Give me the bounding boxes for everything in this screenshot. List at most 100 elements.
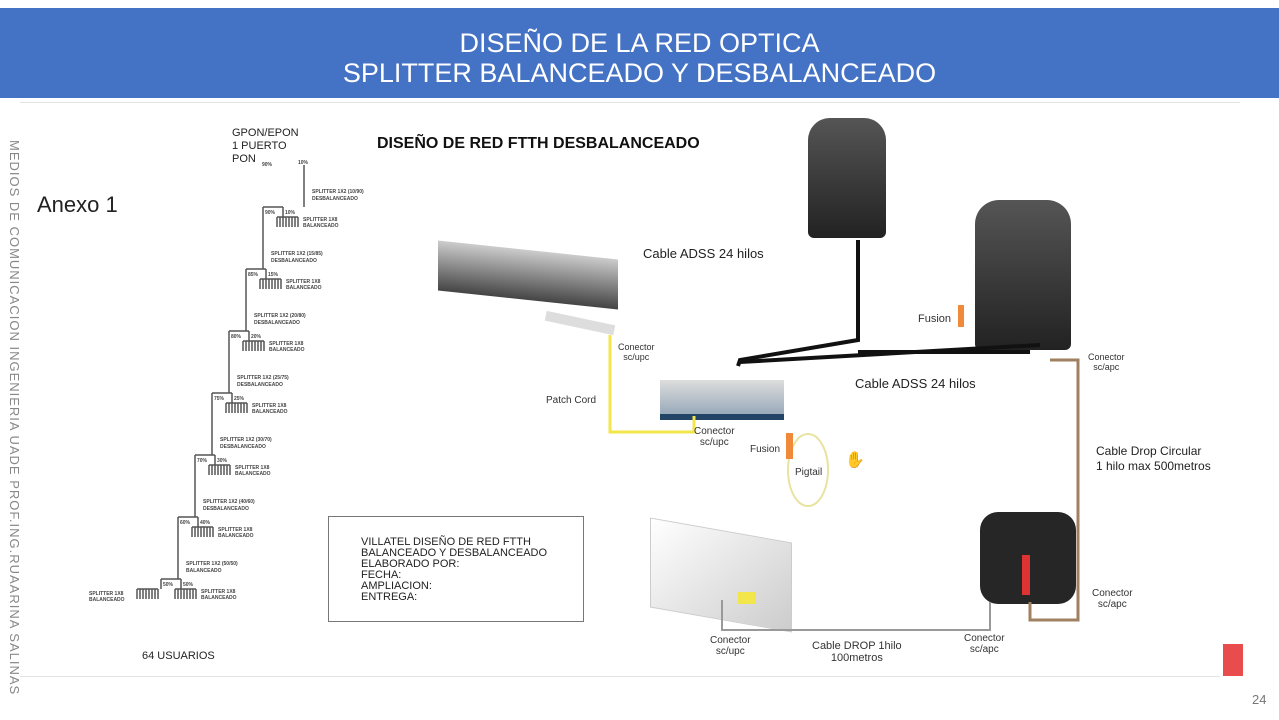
slide-header: DISEÑO DE LA RED OPTICA SPLITTER BALANCE… [0, 8, 1279, 98]
split-percent-left: 50% [163, 582, 174, 588]
drop-cable [721, 600, 991, 631]
adss-cable [736, 240, 860, 367]
label: sc/apc [1097, 599, 1127, 610]
logo-fragment [1223, 644, 1243, 676]
splice-closure-2 [975, 200, 1071, 350]
splitter-label: SPLITTER 1X2 (15/85) [271, 251, 323, 257]
leaf-splitter-type: BALANCEADO [89, 597, 125, 603]
label: Cable DROP 1hilo [812, 640, 902, 652]
label: sc/upc [699, 437, 729, 448]
info-line: ENTREGA: [361, 591, 418, 603]
label: Conector [710, 635, 751, 646]
split-percent-left: 70% [197, 458, 208, 464]
label: Conector [618, 342, 655, 352]
root-line: GPON/EPON [232, 127, 299, 139]
ont-lan-port [738, 592, 756, 604]
label-adss-mid: Cable ADSS 24 hilos [855, 376, 976, 391]
leaf-splitter-type: BALANCEADO [303, 223, 339, 229]
splitter-type: DESBALANCEADO [271, 258, 317, 264]
leaf-splitter-label: SPLITTER 1X8 [235, 465, 270, 471]
splitter-type: BALANCEADO [186, 568, 222, 574]
splitter-type: DESBALANCEADO [312, 196, 358, 202]
fusion-sleeve [786, 433, 793, 459]
splitter-type: DESBALANCEADO [203, 506, 249, 512]
split-percent-right: 20% [251, 334, 262, 340]
divider [20, 102, 1240, 103]
page-number: 24 [1252, 692, 1267, 707]
info-line: FECHA: [361, 569, 402, 581]
leaf-splitter-label: SPLITTER 1X8 [89, 591, 124, 597]
info-line: ELABORADO POR: [361, 558, 460, 570]
leaf-splitter-label: SPLITTER 1X8 [303, 217, 338, 223]
root-split-left: 90% [262, 162, 273, 168]
root-line: 1 PUERTO [232, 140, 287, 152]
leaf-splitter-type: BALANCEADO [269, 347, 305, 353]
label: Conector [694, 426, 735, 437]
splitter-type: DESBALANCEADO [220, 444, 266, 450]
splitter-label: SPLITTER 1X2 (25/75) [237, 375, 289, 381]
leaf-splitter-type: BALANCEADO [235, 471, 271, 477]
fusion-sleeve [958, 305, 964, 327]
label-fusion-top: Fusion [918, 313, 952, 325]
info-line: BALANCEADO Y DESBALANCEADO [361, 547, 548, 559]
split-percent-right: 40% [200, 520, 211, 526]
hand-cursor-icon: ✋ [845, 452, 865, 469]
splitter-label: SPLITTER 1X2 (50/50) [186, 561, 238, 567]
label: Cable Drop Circular [1096, 444, 1202, 458]
label-fusion-pigtail: Fusion [750, 444, 781, 455]
adss-cable [739, 343, 1041, 364]
splitter-type: DESBALANCEADO [237, 382, 283, 388]
split-percent-right: 30% [217, 458, 228, 464]
label: sc/upc [623, 352, 650, 362]
label: sc/upc [715, 646, 745, 657]
label: sc/apc [1093, 362, 1120, 372]
tree-root: GPON/EPON 1 PUERTO PON [232, 127, 299, 166]
split-percent-left: 60% [180, 520, 191, 526]
splitter-type: DESBALANCEADO [254, 320, 300, 326]
splitter-label: SPLITTER 1X2 (10/90) [312, 189, 364, 195]
label: Conector [1088, 352, 1125, 362]
leaf-splitter-label: SPLITTER 1X8 [252, 403, 287, 409]
label: 1 hilo max 500metros [1096, 459, 1211, 473]
split-percent-left: 90% [265, 210, 276, 216]
leaf-splitter-type: BALANCEADO [286, 285, 322, 291]
leaf-splitter-type: BALANCEADO [218, 533, 254, 539]
split-percent-left: 80% [231, 334, 242, 340]
leaf-splitter-type: BALANCEADO [252, 409, 288, 415]
label-adss-top: Cable ADSS 24 hilos [643, 246, 764, 261]
split-percent-right: 10% [285, 210, 296, 216]
users-count: 64 USUARIOS [142, 650, 215, 662]
divider [20, 676, 1220, 677]
annex-label: Anexo 1 [37, 192, 118, 217]
info-box: VILLATEL DISEÑO DE RED FTTH BALANCEADO Y… [328, 516, 584, 622]
info-line: VILLATEL DISEÑO DE RED FTTH [361, 536, 531, 548]
title-line-1: DISEÑO DE LA RED OPTICA [459, 28, 820, 58]
split-percent-left: 75% [214, 396, 225, 402]
label-patch-cord: Patch Cord [546, 395, 597, 406]
patch-cord-cable [608, 335, 696, 434]
split-percent-right: 15% [268, 272, 279, 278]
splitter-label: SPLITTER 1X2 (30/70) [220, 437, 272, 443]
drop-circular-cable [1028, 358, 1080, 622]
pigtail-loop [787, 433, 829, 507]
root-line: PON [232, 153, 256, 165]
split-percent-right: 50% [183, 582, 194, 588]
title-line-2: SPLITTER BALANCEADO Y DESBALANCEADO [342, 58, 937, 88]
leaf-splitter-label: SPLITTER 1X8 [201, 589, 236, 595]
leaf-splitter-label: SPLITTER 1X8 [218, 527, 253, 533]
diagram-title: DISEÑO DE RED FTTH DESBALANCEADO [377, 135, 700, 152]
splice-closure-1 [808, 118, 886, 238]
leaf-splitter-type: BALANCEADO [201, 595, 237, 601]
label: sc/apc [969, 644, 999, 655]
splitter-label: SPLITTER 1X2 (20/80) [254, 313, 306, 319]
info-line: AMPLIACION: [361, 580, 432, 592]
split-percent-left: 85% [248, 272, 259, 278]
odf-patch-panel [660, 380, 784, 420]
root-split-right: 10% [298, 160, 309, 166]
leaf-splitter-label: SPLITTER 1X8 [269, 341, 304, 347]
leaf-splitter-label: SPLITTER 1X8 [286, 279, 321, 285]
label-pigtail: Pigtail [795, 467, 823, 478]
